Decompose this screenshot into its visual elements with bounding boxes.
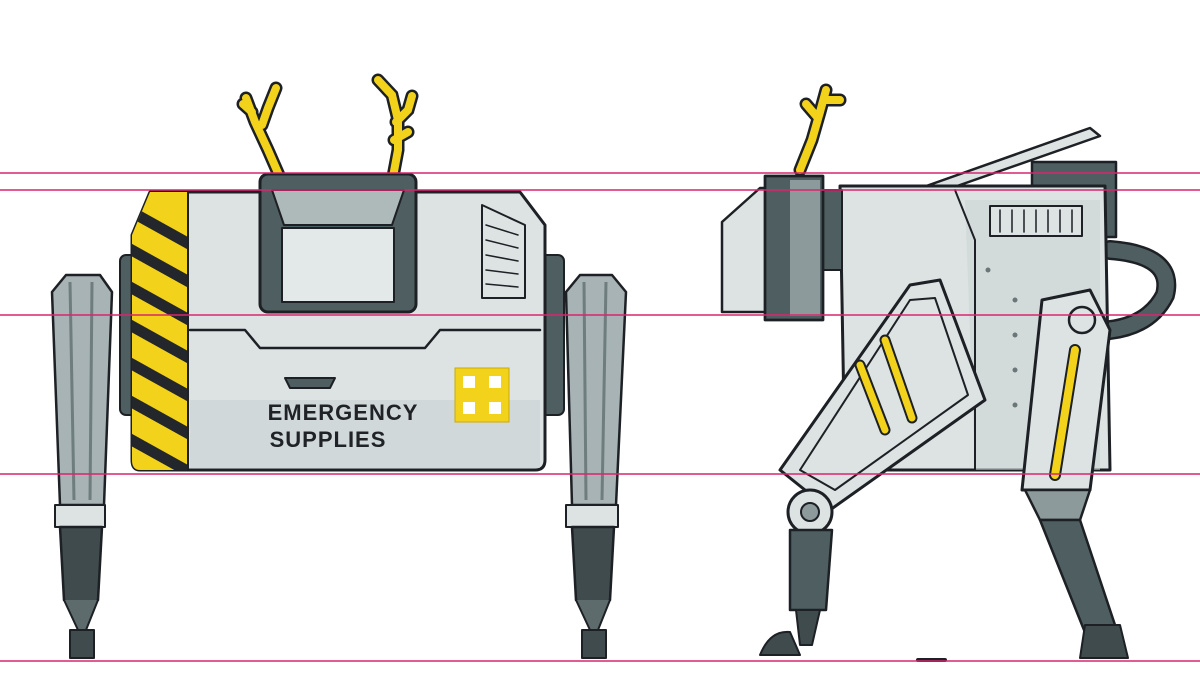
front-view: EMERGENCY SUPPLIES [50, 73, 628, 659]
front-screen [281, 227, 395, 303]
side-head [720, 174, 825, 322]
first-aid-cross-icon [454, 367, 510, 423]
front-right-antler [371, 73, 419, 189]
side-rivets [985, 267, 1018, 408]
proportion-guide-lines [0, 172, 1200, 662]
side-front-upper-leg [778, 278, 987, 512]
front-right-leg [564, 273, 628, 659]
front-left-leg [50, 273, 114, 659]
front-left-antler [236, 81, 289, 189]
side-front-lower-leg [759, 488, 947, 662]
side-rear-upper-leg [1020, 288, 1112, 492]
side-rear-lower-leg [1023, 488, 1129, 659]
side-view [720, 83, 1177, 662]
front-lid-seam [188, 328, 542, 350]
front-handle [284, 377, 336, 389]
front-body-shadow [190, 400, 540, 468]
side-vent [989, 205, 1083, 237]
front-vent [481, 204, 526, 299]
hazard-stripe-panel [132, 192, 188, 470]
label-line-supplies: SUPPLIES [270, 427, 387, 452]
side-antler [793, 83, 847, 177]
label-line-emergency: EMERGENCY [268, 400, 419, 425]
